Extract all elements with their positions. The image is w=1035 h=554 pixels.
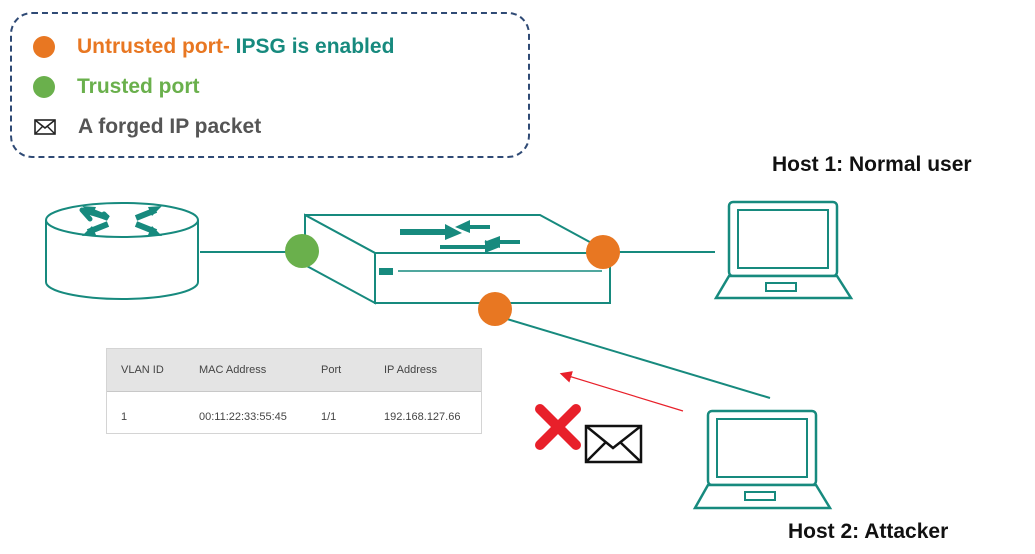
green-dot-icon bbox=[33, 76, 55, 98]
switch-host2-link bbox=[496, 315, 771, 399]
legend-item-forged: A forged IP packet bbox=[12, 115, 261, 139]
host1-laptop-icon bbox=[713, 200, 854, 300]
host2-label: Host 2: Attacker bbox=[788, 520, 949, 543]
forged-packet-envelope-icon bbox=[584, 424, 643, 464]
legend-untrusted-label: Untrusted port- bbox=[77, 35, 230, 58]
table-header-mac: MAC Address bbox=[199, 364, 267, 376]
table-cell-mac: 00:11:22:33:55:45 bbox=[199, 411, 287, 423]
legend-ipsg-label: IPSG is enabled bbox=[235, 35, 395, 58]
forged-packet-arrow bbox=[559, 371, 684, 412]
host1-label: Host 1: Normal user bbox=[772, 153, 972, 176]
legend-item-trusted: Trusted port bbox=[12, 75, 200, 99]
legend-item-untrusted: Untrusted port- IPSG is enabled bbox=[12, 35, 394, 59]
blocked-x-icon bbox=[535, 404, 581, 450]
table-header bbox=[107, 349, 481, 391]
untrusted-port-dot-host1 bbox=[586, 235, 620, 269]
router-icon bbox=[45, 202, 199, 300]
table-header-port: Port bbox=[321, 364, 342, 376]
table-divider bbox=[107, 391, 481, 392]
envelope-icon bbox=[34, 119, 56, 135]
legend-trusted-label: Trusted port bbox=[77, 75, 200, 98]
table-cell-ip: 192.168.127.66 bbox=[384, 411, 461, 423]
orange-dot-icon bbox=[33, 36, 55, 58]
switch-icon bbox=[304, 213, 611, 305]
legend-forged-label: A forged IP packet bbox=[78, 115, 262, 138]
ipsg-binding-table: VLAN ID MAC Address Port IP Address 1 00… bbox=[106, 348, 482, 434]
table-cell-vlan: 1 bbox=[121, 411, 128, 423]
table-cell-port: 1/1 bbox=[321, 411, 337, 423]
host2-laptop-icon bbox=[692, 409, 833, 510]
table-header-ip: IP Address bbox=[384, 364, 437, 376]
untrusted-port-dot-host2 bbox=[478, 292, 512, 326]
trusted-port-dot bbox=[285, 234, 319, 268]
legend-box: Untrusted port- IPSG is enabled Trusted … bbox=[10, 12, 530, 158]
table-header-vlan: VLAN ID bbox=[121, 364, 164, 376]
